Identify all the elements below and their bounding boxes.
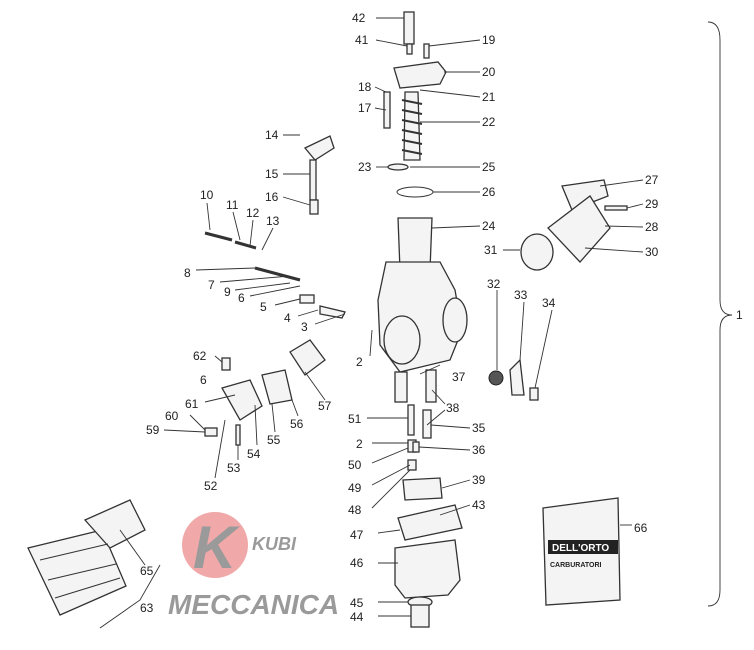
callout-3: 3 [301,320,308,334]
callout-42: 42 [352,11,366,25]
callout-61: 61 [185,397,199,411]
callout-1: 1 [736,308,743,322]
callout-55: 55 [267,433,281,447]
callout-18: 18 [358,80,372,94]
callout-38: 38 [446,401,460,415]
bag-brand: DELL'ORTO [552,543,609,554]
callout-7: 7 [208,278,215,292]
callout-45: 45 [350,596,364,610]
callout-63: 63 [140,601,154,615]
callout-14: 14 [265,128,279,142]
callout-9: 9 [224,285,231,299]
callout-46: 46 [350,556,364,570]
callout-49: 49 [348,481,362,495]
callout-36: 36 [472,443,486,457]
callout-53: 53 [227,461,241,475]
callout-26: 26 [482,185,496,199]
callout-19: 19 [482,33,496,47]
callout-6b: 6 [200,373,207,387]
callout-27: 27 [645,173,659,187]
carburetor-body [27,11,628,628]
callout-34: 34 [542,296,556,310]
leader-lines [119,17,644,617]
callout-31: 31 [484,243,498,257]
callout-4: 4 [284,311,291,325]
callout-62: 62 [193,349,207,363]
callout-65: 65 [140,564,154,578]
callout-52: 52 [204,479,218,493]
callout-16: 16 [265,190,279,204]
callout-12: 12 [246,206,260,220]
callout-24: 24 [482,219,496,233]
filter-bracket [99,564,161,629]
watermark-k: K [193,514,240,581]
callout-41: 41 [355,33,369,47]
callout-48: 48 [348,503,362,517]
callout-8: 8 [184,266,191,280]
callout-39: 39 [472,473,486,487]
callout-2b: 2 [356,437,363,451]
callout-43: 43 [472,498,486,512]
callout-15: 15 [265,167,279,181]
callout-37: 37 [452,370,466,384]
callout-17: 17 [358,101,372,115]
callout-59: 59 [146,423,160,437]
watermark-logo: K KUBI MECCANICA [168,512,339,620]
callout-33: 33 [514,288,528,302]
callout-5: 5 [260,300,267,314]
watermark-text: MECCANICA [168,589,339,620]
callout-56: 56 [290,417,304,431]
callout-6: 6 [238,291,245,305]
callout-50: 50 [348,458,362,472]
callout-30: 30 [645,245,659,259]
callout-2: 2 [356,355,363,369]
callout-47: 47 [350,528,364,542]
callout-23: 23 [358,160,372,174]
callout-25: 25 [482,160,496,174]
callout-44: 44 [350,610,364,624]
callout-28: 28 [645,220,659,234]
callout-35: 35 [472,421,486,435]
callout-66: 66 [634,521,648,535]
callout-57: 57 [318,399,332,413]
callout-29: 29 [645,197,659,211]
callout-13: 13 [266,214,280,228]
assembly-brace [707,21,733,607]
watermark-small: KUBI [252,534,297,554]
callout-22: 22 [482,115,496,129]
callout-11: 11 [226,198,239,212]
callout-32: 32 [487,277,501,291]
gasket-bag: DELL'ORTO CARBURATORI [542,497,621,606]
callout-labels: 42 41 19 20 18 21 17 22 14 23 25 15 26 1… [140,11,743,624]
callout-54: 54 [247,447,261,461]
bag-line2: CARBURATORI [550,562,602,569]
callout-60: 60 [165,409,179,423]
callout-51: 51 [348,412,362,426]
callout-20: 20 [482,65,496,79]
callout-10: 10 [200,188,214,202]
callout-21: 21 [482,90,496,104]
